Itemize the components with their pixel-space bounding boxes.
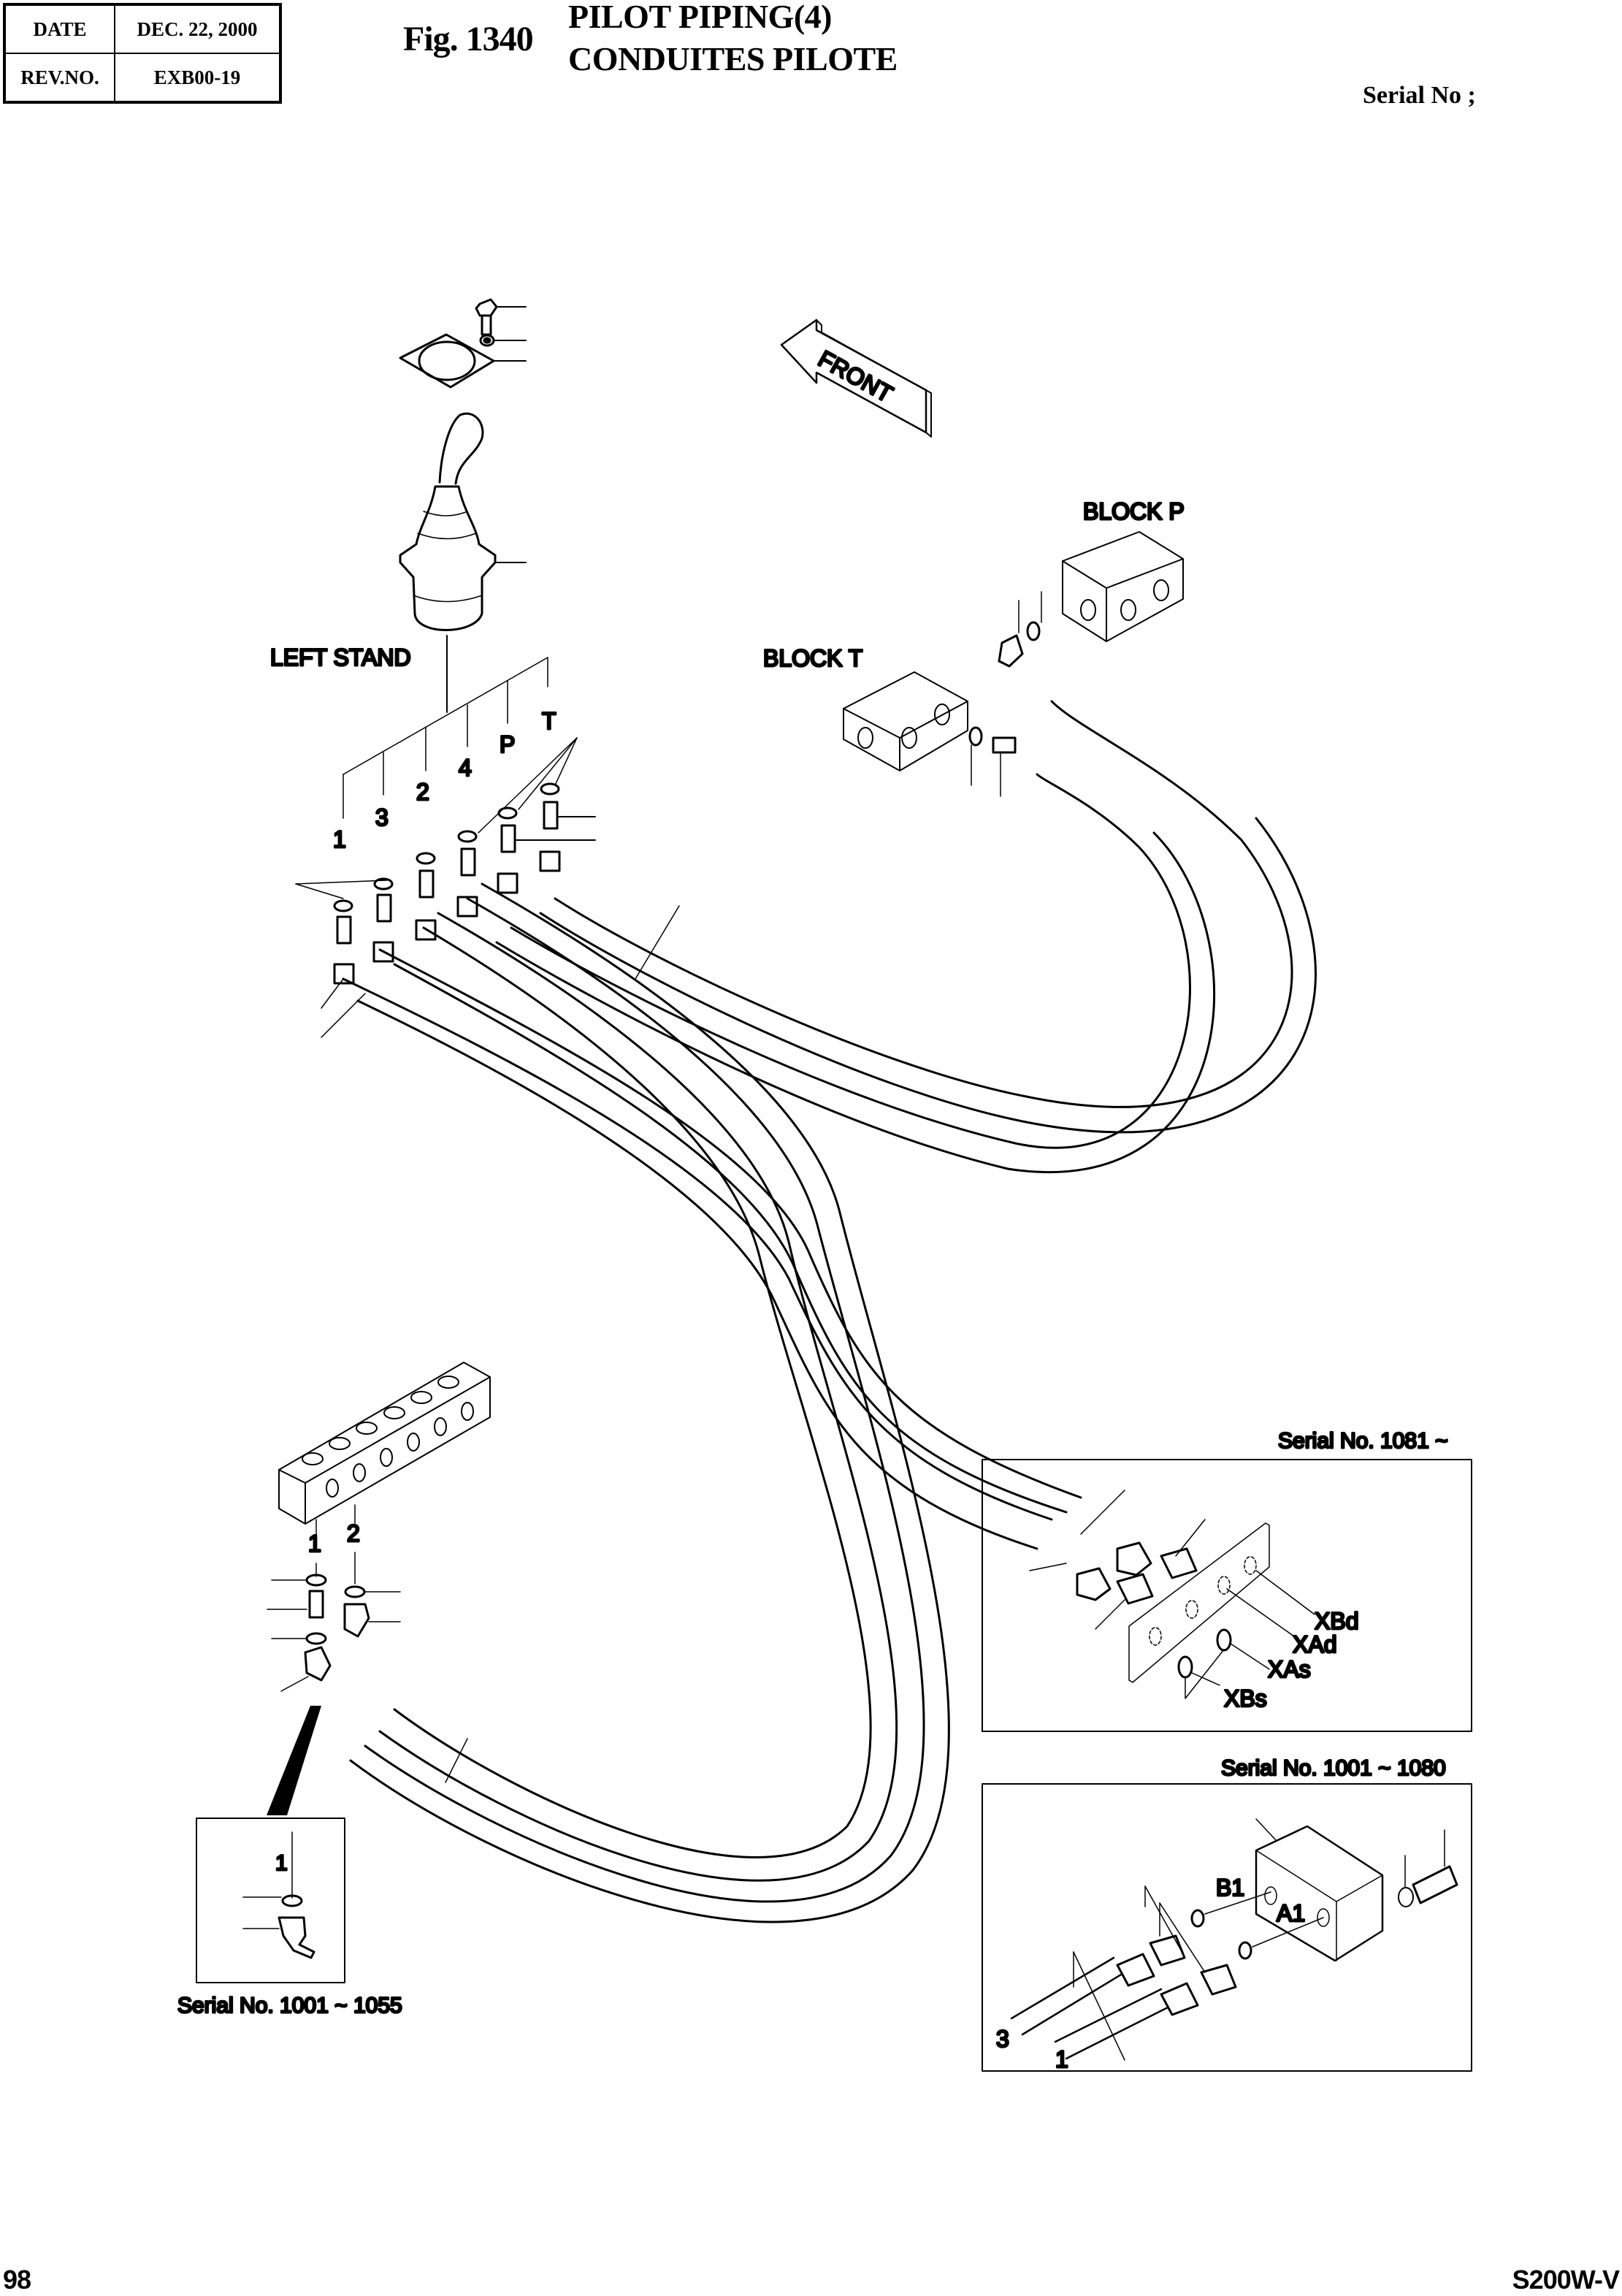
detail-pointer-icon	[267, 1706, 321, 1815]
port-xad: XAd	[1293, 1631, 1336, 1658]
inset-1001-1055	[196, 1818, 345, 1983]
block-t-label: BLOCK T	[763, 645, 862, 671]
revision-table: DATE DEC. 22, 2000 REV.NO. EXB00-19	[3, 3, 282, 104]
title-english: PILOT PIPING(4)	[568, 0, 832, 35]
page-number: 98	[3, 2265, 31, 2295]
date-label: DATE	[4, 4, 115, 54]
port-xas: XAs	[1268, 1656, 1311, 1682]
port-label-t: T	[542, 708, 556, 734]
port-label-3: 3	[375, 804, 389, 831]
port-label-p: P	[500, 731, 515, 758]
port-xbs: XBs	[1224, 1685, 1267, 1712]
manifold-label-1: 1	[308, 1530, 321, 1557]
inset-1001-1080	[982, 1783, 1472, 2072]
figure-number: Fig. 1340	[403, 20, 534, 58]
date-value: DEC. 22, 2000	[114, 4, 281, 54]
left-stand-label: LEFT STAND	[270, 644, 411, 671]
rev-label: REV.NO.	[4, 53, 115, 103]
rev-value: EXB00-19	[114, 53, 281, 103]
port-xbd: XBd	[1315, 1608, 1358, 1634]
port-label-2: 2	[416, 779, 429, 805]
inset-1055-caption: Serial No. 1001 ~ 1055	[177, 1994, 402, 2018]
port-a1: A1	[1277, 1900, 1305, 1926]
washer-icon	[479, 334, 527, 347]
port-leader-lines	[343, 657, 548, 819]
hoses-to-blocks	[495, 700, 1317, 1174]
bolt-icon	[475, 298, 527, 336]
joystick-lever-icon	[399, 412, 527, 713]
front-arrow-icon	[780, 319, 932, 438]
block-p	[998, 531, 1184, 668]
gasket-plate-icon	[399, 333, 527, 389]
block-t	[843, 671, 1017, 797]
serial-number-header: Serial No ;	[1363, 82, 1476, 109]
title-french: CONDUITES PILOTE	[568, 40, 898, 77]
model-number: S200W-V	[1512, 2265, 1620, 2295]
hose-label-1: 1	[1055, 2046, 1068, 2072]
inset-1080-caption: Serial No. 1001 ~ 1080	[1221, 1756, 1446, 1780]
inset-1055-label: 1	[275, 1851, 288, 1875]
manifold-label-2: 2	[347, 1520, 360, 1546]
port-label-4: 4	[459, 755, 472, 781]
inset-1081-caption: Serial No. 1081 ~	[1278, 1429, 1448, 1453]
joystick-assembly	[399, 298, 527, 713]
port-b1: B1	[1216, 1874, 1244, 1901]
figure-title: PILOT PIPING(4) CONDUITES PILOTE	[568, 0, 898, 80]
inset-1081	[982, 1459, 1472, 1732]
block-p-label: BLOCK P	[1083, 498, 1185, 525]
port-label-1: 1	[333, 826, 346, 853]
port-fittings	[295, 737, 596, 1038]
hose-label-3: 3	[996, 2026, 1009, 2052]
hoses-to-valves	[342, 882, 1082, 1923]
distribution-manifold	[267, 1362, 491, 1815]
